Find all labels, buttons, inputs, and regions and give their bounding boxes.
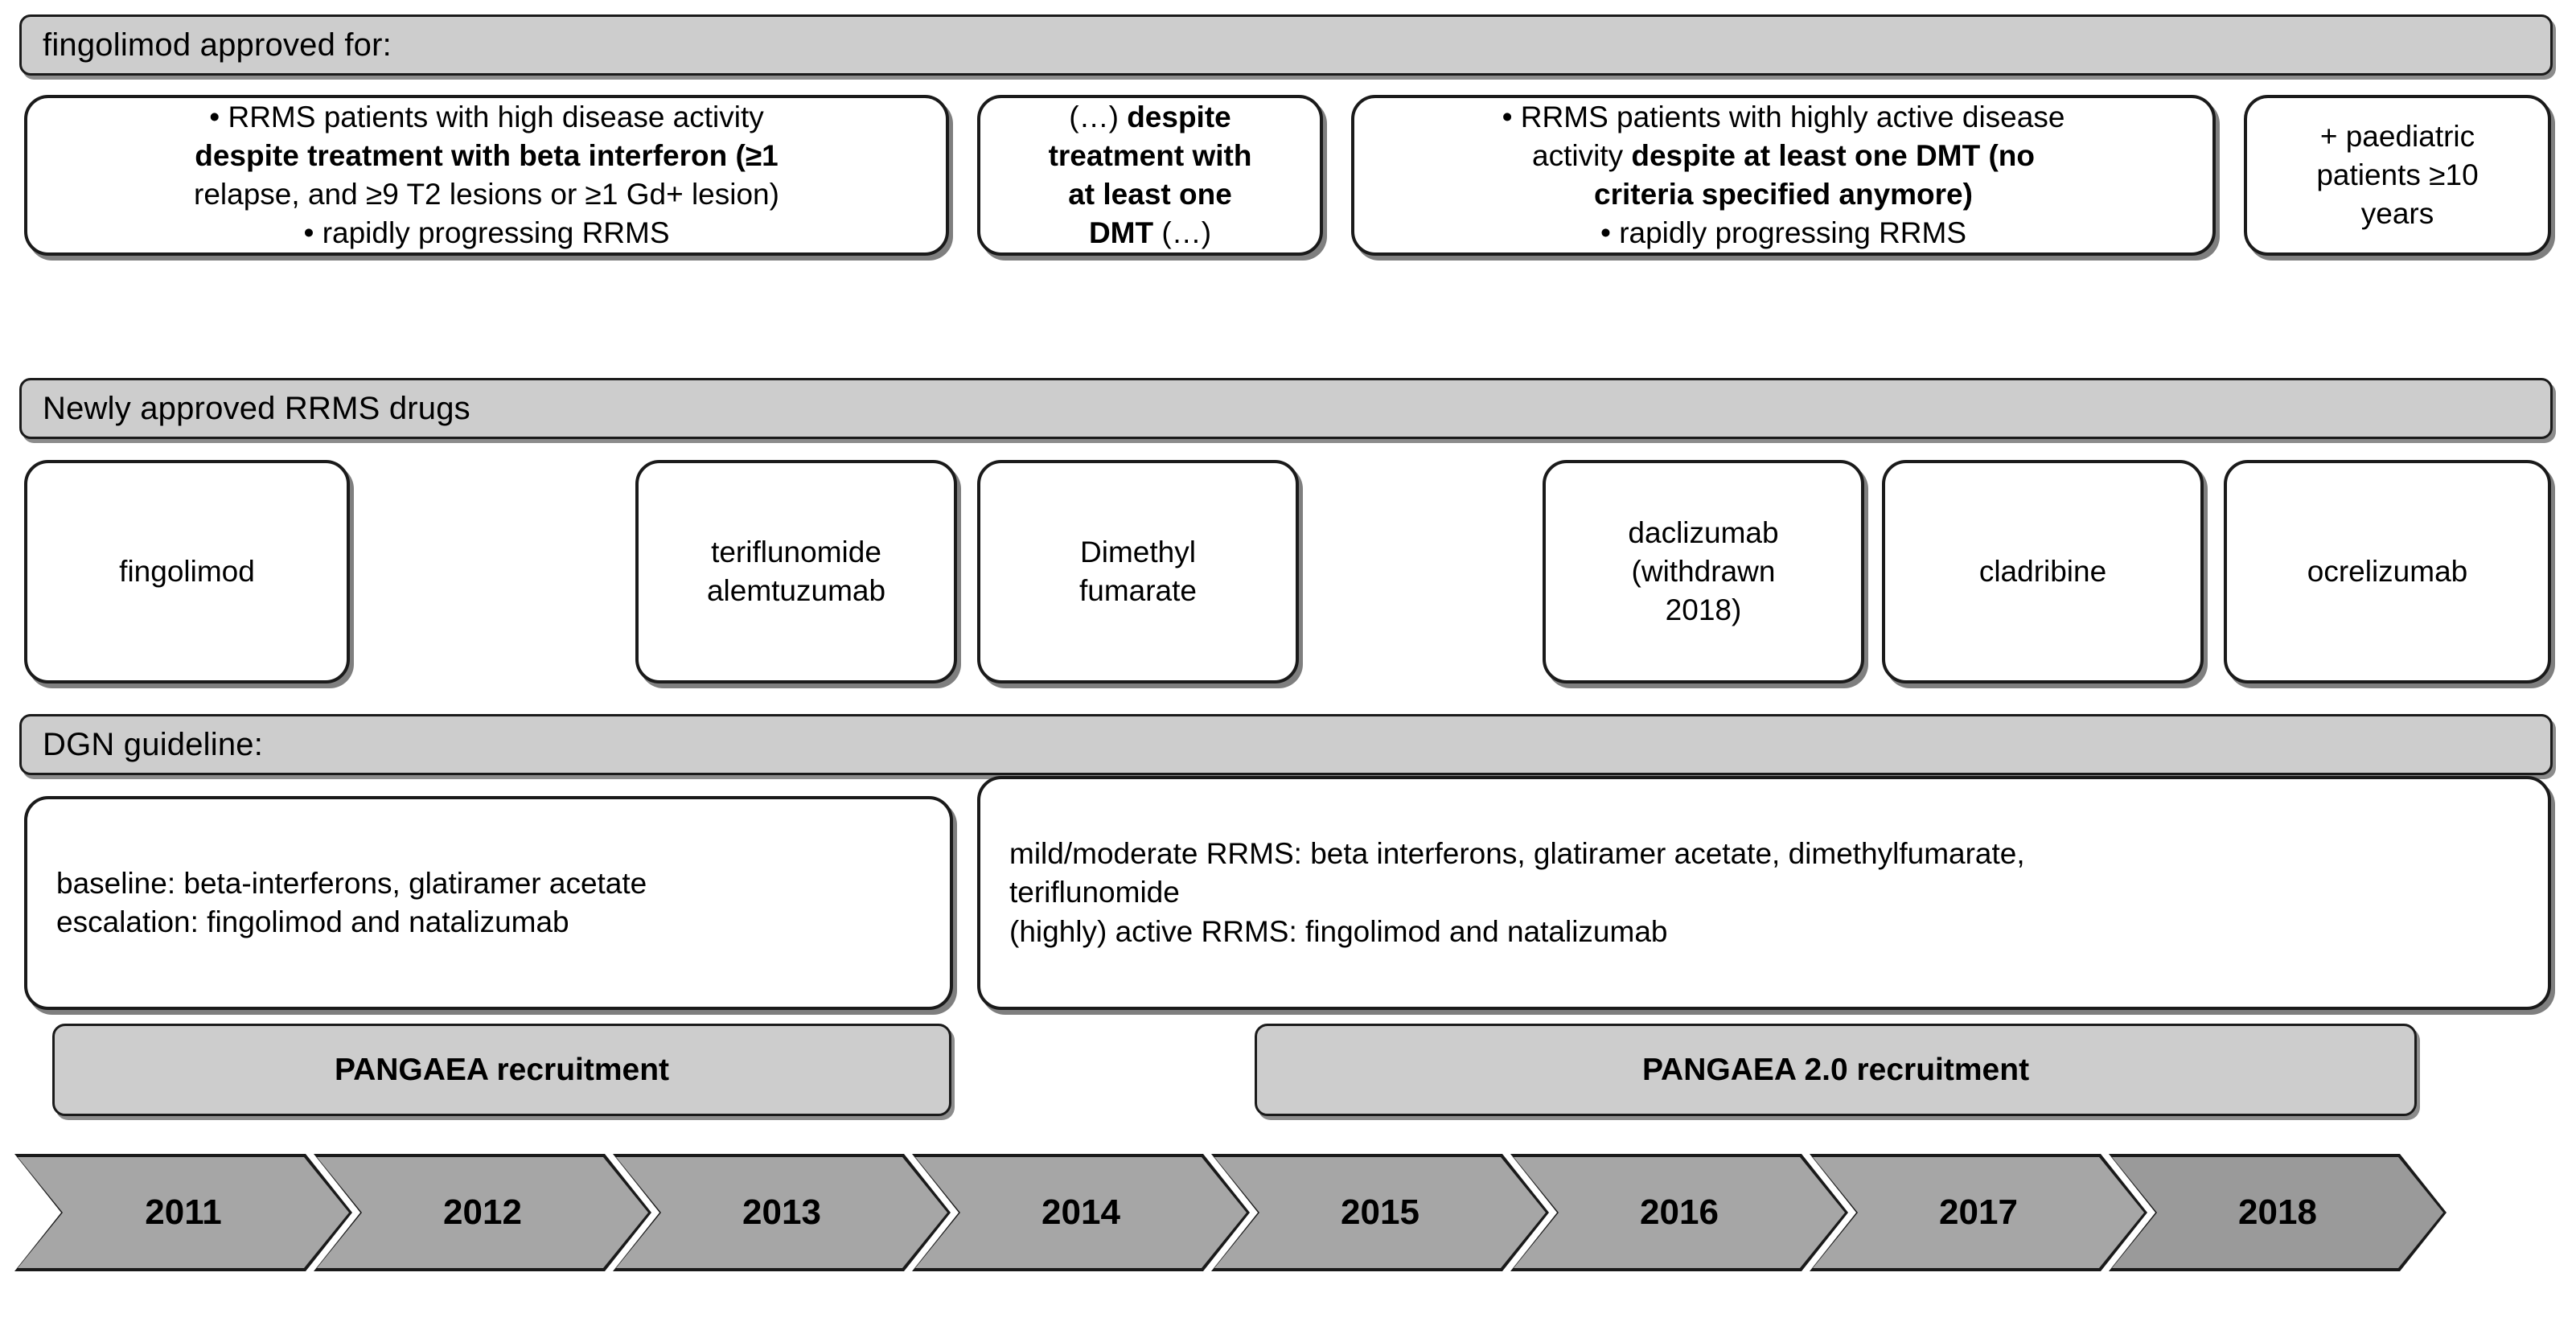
drug-card-fingolimod-line-1: fingolimod <box>119 554 255 588</box>
drug-card-dimethyl-fumarate: Dimethyl fumarate <box>977 460 1299 683</box>
approval-card-2015-line-4: • rapidly progressing RRMS <box>1600 216 1967 250</box>
recruitment-bar-pangaea-label: PANGAEA recruitment <box>334 1052 670 1087</box>
timeline-year-2015: 2015 <box>1211 1154 1549 1271</box>
guideline-card-early: baseline: beta-interferons, glatiramer a… <box>24 796 953 1010</box>
approval-card-2018-line-1: + paediatric <box>2319 119 2475 153</box>
guideline-card-later: mild/moderate RRMS: beta interferons, gl… <box>977 776 2551 1010</box>
approval-card-2011-line-3: relapse, and ≥9 T2 lesions or ≥1 Gd+ les… <box>194 178 779 211</box>
approval-card-2018-line-3: years <box>2360 197 2434 231</box>
drug-card-teriflunomide-alemtuzumab-line-2: alemtuzumab <box>706 574 886 607</box>
drug-card-daclizumab: daclizumab (withdrawn 2018) <box>1543 460 1864 683</box>
drug-card-fingolimod: fingolimod <box>24 460 350 683</box>
timeline-year-2012-label: 2012 <box>443 1192 522 1232</box>
timeline-year-row: 2011 2012 2013 2014 2015 2016 2017 2018 <box>14 1154 2564 1271</box>
section-header-drugs: Newly approved RRMS drugs <box>19 378 2553 439</box>
timeline-year-2017-label: 2017 <box>1939 1192 2018 1232</box>
drug-card-ocrelizumab-line-1: ocrelizumab <box>2307 554 2468 588</box>
timeline-year-2018-label: 2018 <box>2238 1192 2317 1232</box>
drug-card-teriflunomide-alemtuzumab: teriflunomide alemtuzumab <box>635 460 957 683</box>
drug-card-cladribine-line-1: cladribine <box>1978 554 2107 588</box>
approval-card-2018-line-2: patients ≥10 <box>2316 158 2479 191</box>
timeline-year-2015-label: 2015 <box>1341 1192 1419 1232</box>
approval-card-2011-line-1: • RRMS patients with high disease activi… <box>209 100 764 133</box>
drug-card-daclizumab-line-2: (withdrawn <box>1631 554 1776 588</box>
guideline-card-early-line-1: baseline: beta-interferons, glatiramer a… <box>56 866 647 900</box>
drug-card-daclizumab-line-1: daclizumab <box>1628 515 1779 549</box>
guideline-card-later-line-1: mild/moderate RRMS: beta interferons, gl… <box>1009 837 2025 871</box>
drug-card-ocrelizumab: ocrelizumab <box>2224 460 2551 683</box>
timeline-year-2014-label: 2014 <box>1041 1192 1120 1232</box>
section-header-approvals: fingolimod approved for: <box>19 14 2553 76</box>
approval-card-2015: • RRMS patients with highly active disea… <box>1351 95 2216 256</box>
timeline-year-2012: 2012 <box>314 1154 651 1271</box>
approval-card-2014-line-3: at least one <box>1068 178 1232 211</box>
drug-card-teriflunomide-alemtuzumab-line-1: teriflunomide <box>711 535 881 568</box>
section-header-guideline-label: DGN guideline: <box>43 727 264 762</box>
guideline-card-early-line-2: escalation: fingolimod and natalizumab <box>56 905 569 938</box>
approval-card-2011-line-2: despite treatment with beta interferon (… <box>195 138 779 172</box>
approval-card-2014-line-4: DMT (…) <box>1088 216 1212 250</box>
recruitment-bar-pangaea: PANGAEA recruitment <box>52 1024 951 1116</box>
drug-card-dimethyl-fumarate-line-1: Dimethyl <box>1080 535 1196 568</box>
recruitment-bar-pangaea-2: PANGAEA 2.0 recruitment <box>1255 1024 2417 1116</box>
guideline-card-later-line-3: (highly) active RRMS: fingolimod and nat… <box>1009 914 1668 948</box>
approval-card-2011: • RRMS patients with high disease activi… <box>24 95 949 256</box>
timeline-year-2011-label: 2011 <box>145 1192 222 1232</box>
approval-card-2015-line-1: • RRMS patients with highly active disea… <box>1502 100 2065 133</box>
approval-card-2011-line-4: • rapidly progressing RRMS <box>303 216 670 250</box>
section-header-drugs-label: Newly approved RRMS drugs <box>43 391 470 426</box>
timeline-year-2013: 2013 <box>613 1154 951 1271</box>
approval-card-2015-line-3: criteria specified anymore) <box>1594 178 1973 211</box>
section-header-guideline: DGN guideline: <box>19 714 2553 775</box>
timeline-year-2014: 2014 <box>912 1154 1250 1271</box>
drug-card-cladribine: cladribine <box>1882 460 2204 683</box>
timeline-year-2016-label: 2016 <box>1640 1192 1719 1232</box>
timeline-year-2017: 2017 <box>1810 1154 2147 1271</box>
drug-card-daclizumab-line-3: 2018) <box>1665 593 1742 627</box>
timeline-year-2018: 2018 <box>2109 1154 2447 1271</box>
approval-card-2014-line-2: treatment with <box>1048 138 1252 172</box>
timeline-year-2011: 2011 <box>14 1154 352 1271</box>
drug-card-dimethyl-fumarate-line-2: fumarate <box>1078 574 1197 607</box>
timeline-year-2013-label: 2013 <box>742 1192 821 1232</box>
section-header-approvals-label: fingolimod approved for: <box>43 27 392 63</box>
approval-card-2014-line-1: (…) despite <box>1069 100 1231 133</box>
approval-card-2014: (…) despite treatment with at least one … <box>977 95 1323 256</box>
approval-card-2015-line-2: activity despite at least one DMT (no <box>1532 138 2035 172</box>
guideline-card-later-line-2: teriflunomide <box>1009 876 1180 909</box>
timeline-year-2016: 2016 <box>1510 1154 1848 1271</box>
recruitment-bar-pangaea-2-label: PANGAEA 2.0 recruitment <box>1641 1052 2030 1087</box>
approval-card-2018: + paediatric patients ≥10 years <box>2244 95 2551 256</box>
